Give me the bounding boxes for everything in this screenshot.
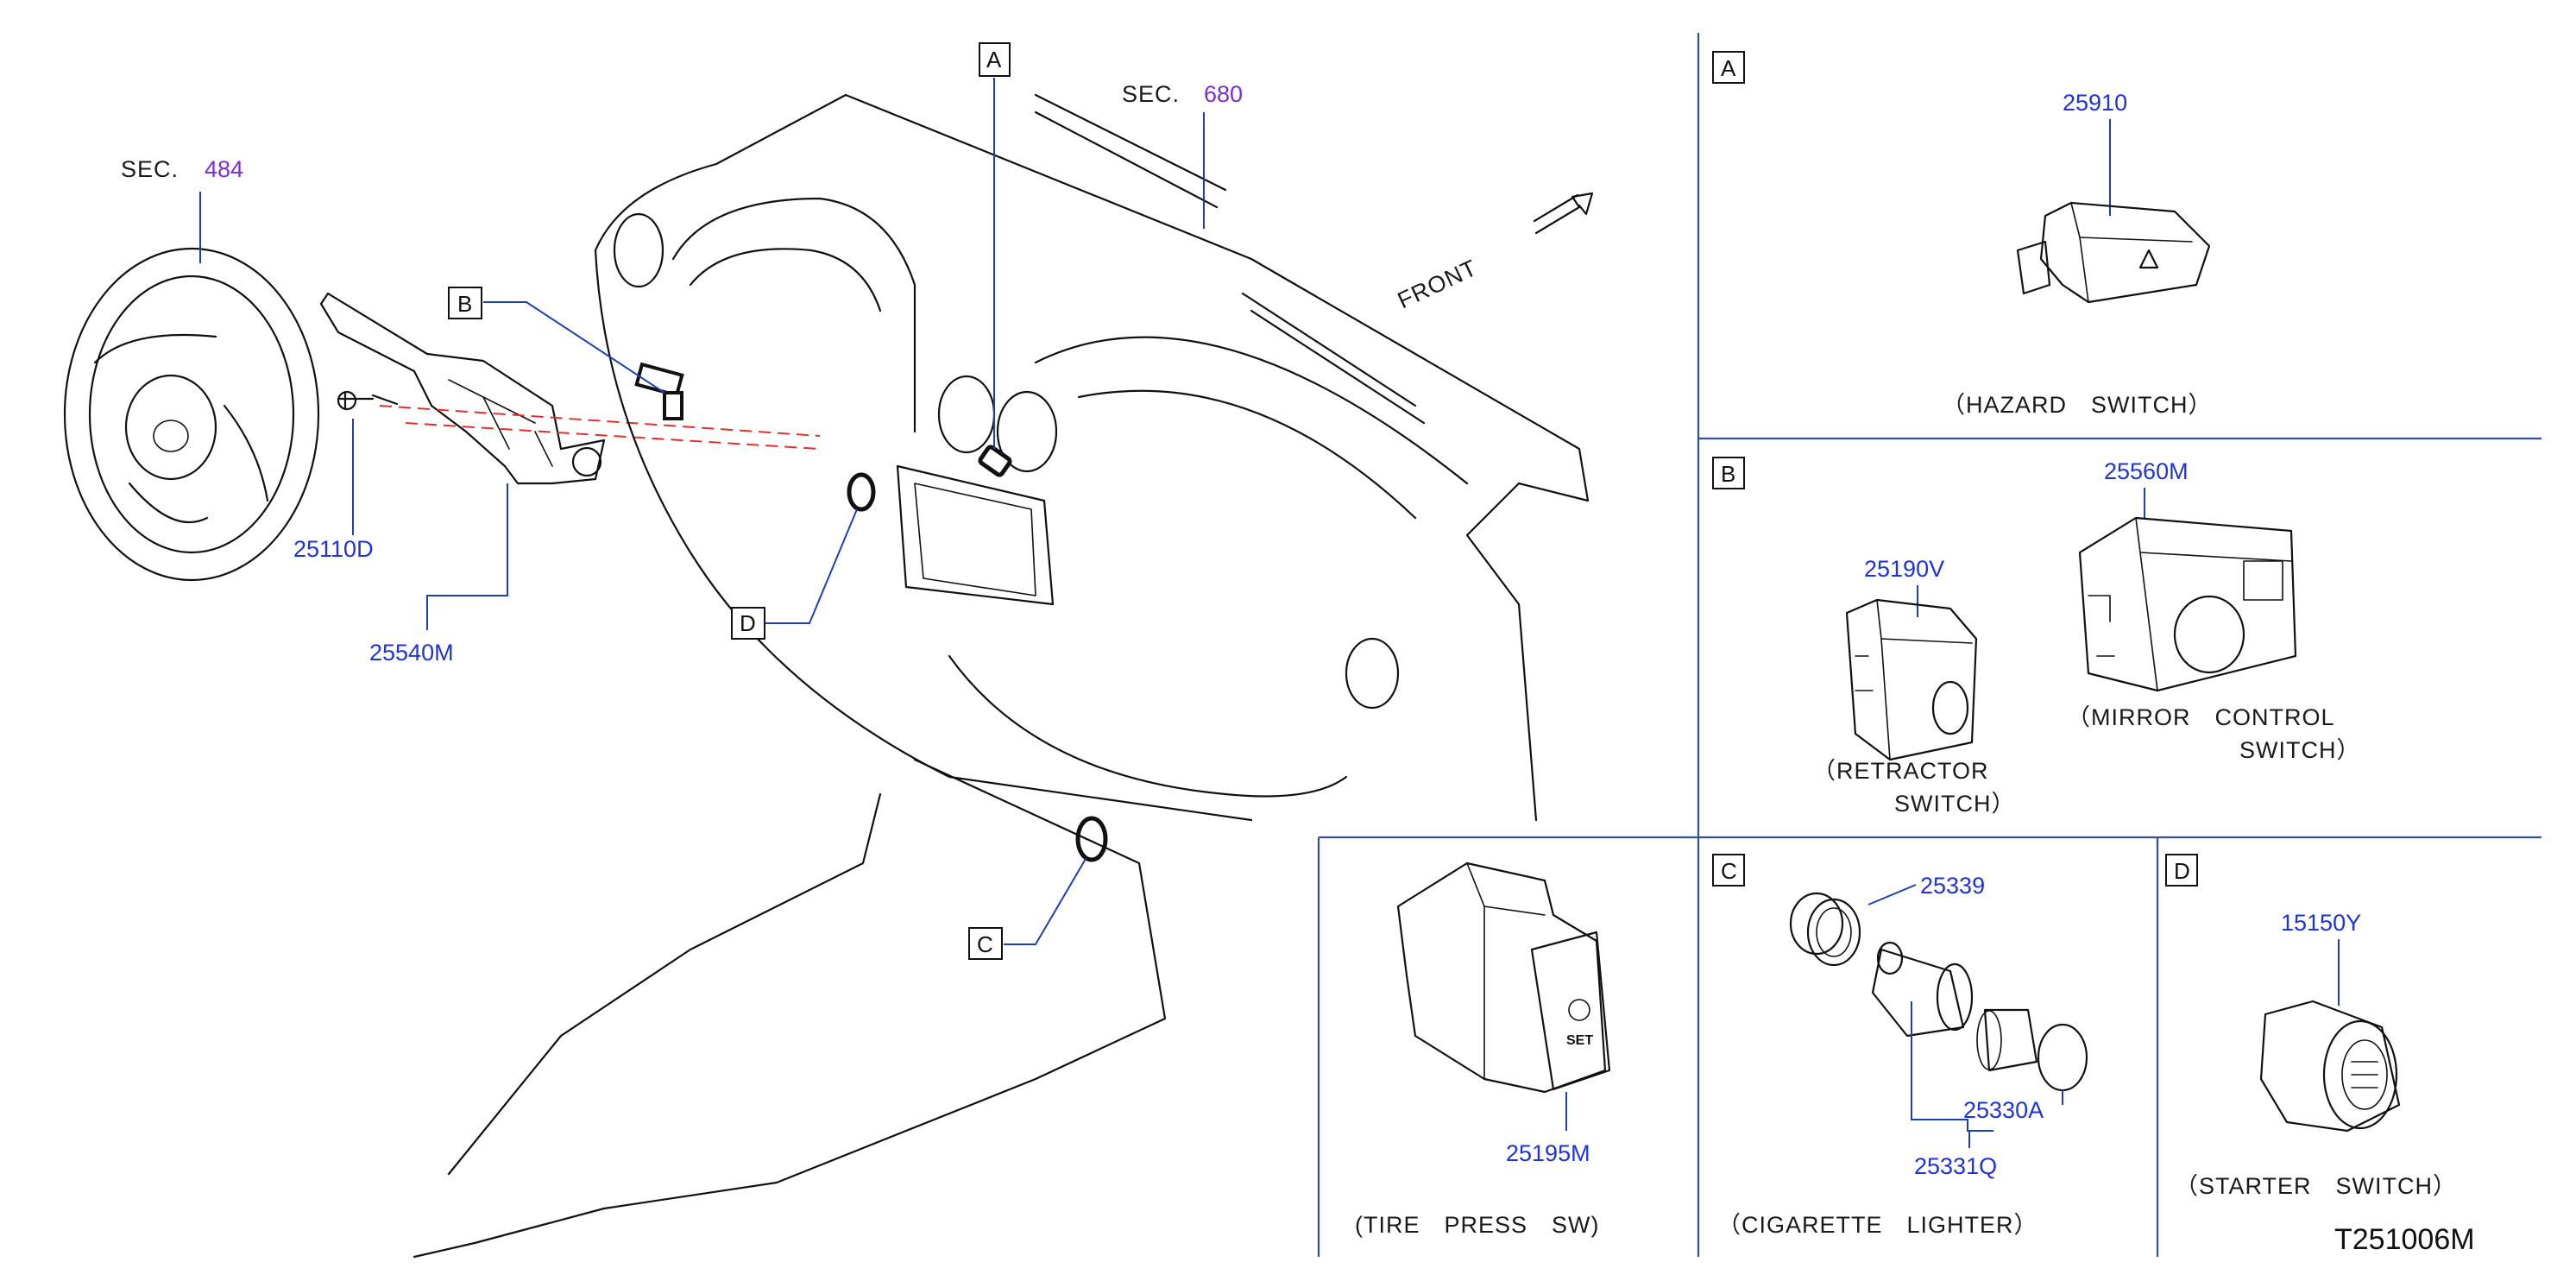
caption-starter-switch: （STARTER SWITCH） xyxy=(2175,1173,2457,1199)
caption-mirror-line1: （MIRROR CONTROL xyxy=(2067,704,2335,730)
callout-b[interactable]: B xyxy=(448,287,482,319)
panel-d: D 15150Y （STARTER SWITCH） xyxy=(2165,854,2457,1199)
panel-b: B 25560M 25190V （MIRROR CONTROL SWITCH） … xyxy=(1712,457,2360,817)
combination-switch-drawing xyxy=(319,292,821,485)
front-label: FRONT xyxy=(1394,255,1481,314)
caption-hazard-switch: （HAZARD SWITCH） xyxy=(1942,392,2213,418)
instrument-panel-drawing xyxy=(413,93,1590,1259)
svg-text:A: A xyxy=(986,47,1002,73)
callout-a[interactable]: A xyxy=(979,42,1011,77)
panel-tire-press: SET 25195M (TIRE PRESS SW) xyxy=(1355,861,1611,1238)
lighter-socket-icon xyxy=(1871,941,1974,1038)
panel-a-letter-box xyxy=(1712,51,1745,84)
callout-c[interactable]: C xyxy=(968,927,1003,960)
caption-retractor-line1: （RETRACTOR xyxy=(1812,758,1989,784)
part-number-25190v[interactable]: 25190V xyxy=(1864,556,1944,582)
caption-tire-press: (TIRE PRESS SW) xyxy=(1355,1212,1600,1238)
caption-cigarette-lighter: （CIGARETTE LIGHTER） xyxy=(1717,1212,2038,1238)
panel-b-letter: B xyxy=(1721,461,1735,487)
sec484-prefix: SEC. xyxy=(121,156,179,182)
part-number-25195m[interactable]: 25195M xyxy=(1506,1140,1590,1166)
panel-c-letter-box xyxy=(1712,854,1745,887)
steering-wheel-drawing xyxy=(63,247,320,582)
panel-dividers xyxy=(1317,33,2541,1257)
panel-b-letter-box xyxy=(1712,457,1745,489)
caption-retractor-line2: SWITCH） xyxy=(1894,791,2015,817)
svg-text:SET: SET xyxy=(1566,1033,1593,1048)
front-arrow-icon xyxy=(1533,192,1594,235)
panel-c-letter: C xyxy=(1721,858,1737,884)
hazard-switch-icon xyxy=(2016,201,2211,304)
sec680-number[interactable]: 680 xyxy=(1204,81,1243,107)
panel-d-letter: D xyxy=(2174,858,2190,884)
panel-d-letter-box xyxy=(2165,854,2198,887)
part-number-25339[interactable]: 25339 xyxy=(1920,873,1985,899)
part-number-25330a[interactable]: 25330A xyxy=(1963,1097,2044,1123)
starter-switch-icon xyxy=(2259,1000,2401,1133)
panel-a: A 25910 （HAZARD SWITCH） xyxy=(1712,51,2213,418)
sec680-prefix: SEC. xyxy=(1122,81,1180,107)
part-number-25560m[interactable]: 25560M xyxy=(2104,458,2189,484)
callout-d[interactable]: D xyxy=(731,607,765,640)
retractor-switch-icon xyxy=(1845,598,1978,761)
part-number-25110d[interactable]: 25110D xyxy=(293,536,374,562)
part-number-15150y[interactable]: 15150Y xyxy=(2281,910,2361,936)
mirror-control-switch-icon xyxy=(2078,516,2297,692)
lighter-ring-icon xyxy=(1789,892,1861,967)
drawing-id: T251006M xyxy=(2334,1223,2475,1256)
part-number-25331q[interactable]: 25331Q xyxy=(1914,1153,1997,1179)
svg-text:B: B xyxy=(457,291,472,317)
svg-text:D: D xyxy=(740,610,756,636)
part-number-25910[interactable]: 25910 xyxy=(2063,90,2127,116)
tire-pressure-switch-icon: SET xyxy=(1396,861,1611,1094)
panel-a-letter: A xyxy=(1721,55,1736,81)
sec484-number[interactable]: 484 xyxy=(205,156,243,182)
panel-c: C 25339 25330A 25331Q （CIGARETTE LIGHTER… xyxy=(1712,854,2088,1238)
caption-mirror-line2: SWITCH） xyxy=(2239,737,2360,763)
part-number-25540m[interactable]: 25540M xyxy=(369,640,454,666)
main-leader-lines xyxy=(199,78,1205,945)
svg-text:C: C xyxy=(977,931,993,957)
lighter-plug-icon xyxy=(1976,1008,2088,1092)
